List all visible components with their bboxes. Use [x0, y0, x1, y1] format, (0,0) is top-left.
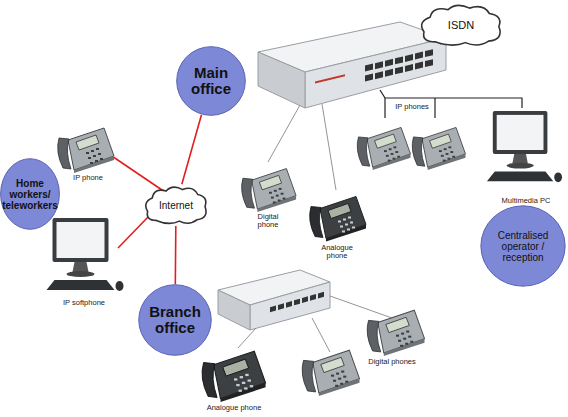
phone-wire	[268, 105, 300, 162]
node-text: Centralised operator / reception	[480, 228, 566, 265]
pbx-side	[218, 290, 250, 330]
analogue-phone	[202, 351, 266, 402]
device-label: Multimedia PC	[491, 197, 561, 205]
device-label: IP softphone	[54, 299, 114, 307]
digital-phone	[302, 350, 359, 396]
location-circle: Main office	[176, 46, 246, 116]
node-text: Home workers/ teleworkers	[0, 176, 60, 213]
digital-phone	[242, 169, 296, 213]
digital-phone	[367, 310, 424, 356]
phone-wire	[322, 104, 336, 190]
phone-wire	[238, 328, 256, 348]
phone-wire	[330, 296, 392, 318]
location-circle: Home workers/ teleworkers	[0, 158, 60, 230]
analogue-phone	[310, 197, 366, 242]
device-label: Analogue phone	[199, 404, 269, 412]
location-circle: Centralised operator / reception	[480, 205, 566, 287]
pbx-ports	[270, 292, 324, 313]
device-label: Analogue phone	[315, 244, 360, 261]
pbx-front	[250, 282, 330, 330]
pbx-side	[258, 52, 305, 108]
node-text: Branch office	[138, 302, 212, 339]
pbx-ports	[315, 49, 433, 93]
multimedia-pc	[487, 111, 562, 182]
device-label: Digital phone	[248, 213, 288, 230]
node-text: Internet	[157, 198, 195, 213]
device-label: IP phones	[392, 103, 432, 111]
device-label: Digital phones	[362, 358, 422, 366]
ip-phone	[412, 127, 465, 170]
lan-wire	[434, 98, 435, 118]
node-text: Main office	[176, 63, 246, 100]
device-label: IP phone	[63, 174, 113, 182]
lan-wire	[380, 90, 385, 98]
internet-link	[182, 115, 202, 185]
isdn-cloud: ISDN	[418, 2, 504, 48]
ip-phone	[58, 128, 114, 173]
internet-cloud: Internet	[143, 184, 209, 226]
internet-link	[118, 215, 150, 248]
phone-wire	[312, 318, 330, 352]
internet-link	[175, 226, 177, 284]
softphone-pc	[47, 218, 124, 291]
ip-phone	[357, 127, 410, 170]
node-text: ISDN	[446, 17, 476, 33]
location-circle: Branch office	[138, 284, 212, 356]
